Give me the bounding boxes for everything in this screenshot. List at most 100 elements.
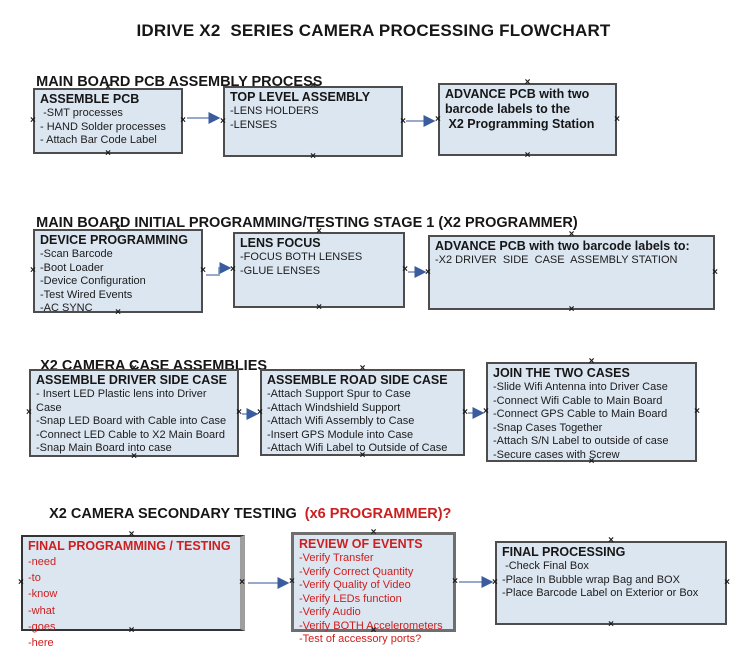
box-items: - Insert LED Plastic lens into Driver Ca…	[36, 388, 232, 456]
box-title: FINAL PROGRAMMING / TESTING	[28, 539, 231, 553]
box-item: -Place In Bubble wrap Bag and BOX	[502, 573, 680, 586]
flow-box-assemble-road-side-case[interactable]: × × × × ASSEMBLE ROAD SIDE CASE -Attach …	[257, 364, 468, 461]
connector-handle-icon: ×	[289, 576, 295, 587]
box-items: -Verify Transfer-Verify Correct Quantity…	[299, 552, 448, 647]
box-item: -what	[28, 604, 55, 617]
box-title: ADVANCE PCB with two barcode labels to:	[435, 239, 690, 253]
connector-handle-icon: ×	[310, 151, 316, 162]
box-title: ADVANCE PCB with two barcode labels to t…	[445, 87, 595, 131]
connector-handle-icon: ×	[239, 577, 245, 588]
box-item: -Snap Main Board into case	[36, 442, 172, 454]
box-item: -Snap Cases Together	[493, 421, 603, 434]
box-item: -here	[28, 637, 54, 650]
flow-box-assemble-pcb[interactable]: × × × × ASSEMBLE PCB -SMT processes- HAN…	[30, 83, 186, 159]
connector-handle-icon: ×	[608, 619, 614, 630]
box-item: -Attach S/N Label to outside of case	[493, 435, 669, 447]
box-item: -AC SYNC	[40, 302, 93, 314]
box-item: -Verify Transfer	[299, 552, 374, 564]
connector-handle-icon: ×	[568, 304, 575, 315]
box-item: -Attach Windshield Support	[267, 401, 401, 414]
box-title: DEVICE PROGRAMMING	[40, 233, 188, 247]
box-item: -Connect LED Cable to X2 Main Board	[36, 428, 225, 441]
box-item: -Snap LED Board with Cable into Case	[36, 415, 227, 427]
box-item: -Verify LEDs function	[299, 592, 402, 605]
box-items: -LENS HOLDERS-LENSES	[230, 105, 396, 132]
box-item: -Boot Loader	[40, 261, 104, 274]
box-item: -Slide Wifi Antenna into Driver Case	[493, 381, 668, 393]
section-heading-text: X2 CAMERA SECONDARY TESTING	[49, 506, 297, 522]
box-item: -Verify BOTH Accelerometers	[299, 619, 443, 632]
connector-handle-icon: ×	[402, 264, 408, 275]
box-item: -Attach Wifi Label to Outside of Case	[267, 442, 448, 454]
box-items: -FOCUS BOTH LENSES-GLUE LENSES	[240, 251, 398, 278]
box-item: -Verify Correct Quantity	[299, 565, 414, 578]
box-item: -Place Barcode Label on Exterior or Box	[502, 587, 699, 599]
box-item: -X2 DRIVER SIDE CASE ASSEMBLY STATION	[435, 254, 678, 266]
connector-handle-icon: ×	[18, 577, 24, 588]
box-items: -SMT processes- HAND Solder processes- A…	[40, 107, 176, 148]
section-heading-suffix: (x6 PROGRAMMER)?	[296, 506, 452, 522]
connector-handle-icon: ×	[712, 266, 718, 278]
box-items: -need -to -know -what -goes -here	[28, 554, 235, 651]
connector-handle-icon: ×	[359, 363, 366, 374]
connector-handle-icon: ×	[236, 407, 242, 418]
connector-handle-icon: ×	[614, 113, 620, 125]
section-heading-secondary-testing: X2 CAMERA SECONDARY TESTING (x6 PROGRAMM…	[33, 490, 451, 538]
box-item: -GLUE LENSES	[240, 264, 321, 277]
box-items: -Attach Support Spur to Case-Attach Wind…	[267, 388, 458, 456]
connector-handle-icon: ×	[200, 265, 206, 276]
box-item: -Connect Wifi Cable to Main Board	[493, 394, 663, 407]
box-items: -Slide Wifi Antenna into Driver Case-Con…	[493, 381, 690, 462]
connector-handle-icon: ×	[26, 407, 32, 418]
flow-box-final-processing[interactable]: × × × × FINAL PROCESSING -Check Final Bo…	[492, 536, 730, 630]
box-title: JOIN THE TWO CASES	[493, 366, 630, 380]
box-items: -X2 DRIVER SIDE CASE ASSEMBLY STATION	[435, 254, 708, 268]
section-heading-initial-programming: MAIN BOARD INITIAL PROGRAMMING/TESTING S…	[20, 199, 578, 247]
box-item: -Device Configuration	[40, 275, 146, 287]
box-title: ASSEMBLE DRIVER SIDE CASE	[36, 373, 228, 387]
flow-box-top-level-assembly[interactable]: × × × × TOP LEVEL ASSEMBLY -LENS HOLDERS…	[220, 81, 406, 162]
box-item: -know	[28, 588, 58, 601]
flow-box-advance-pcb-driver-side[interactable]: × × × × ADVANCE PCB with two barcode lab…	[425, 230, 718, 315]
flow-box-device-programming[interactable]: × × × × DEVICE PROGRAMMING -Scan Barcode…	[30, 224, 206, 318]
connector-handle-icon: ×	[524, 150, 531, 161]
connector-handle-icon: ×	[462, 406, 468, 418]
flow-box-final-programming-testing[interactable]: × × × × FINAL PROGRAMMING / TESTING -nee…	[18, 530, 245, 649]
connector-handle-icon: ×	[452, 576, 458, 587]
flow-box-join-the-two-cases[interactable]: × × × × JOIN THE TWO CASES -Slide Wifi A…	[483, 357, 700, 467]
connector-handle-icon: ×	[30, 265, 36, 276]
box-item: -need	[28, 556, 57, 568]
connector-handle-icon: ×	[400, 115, 406, 127]
connector-handle-icon: ×	[316, 302, 322, 313]
box-item: - Attach Bar Code Label	[40, 134, 157, 146]
box-item: -Verify Quality of Video	[299, 579, 411, 591]
box-item: -LENS HOLDERS	[230, 105, 319, 117]
connector-handle-icon: ×	[425, 266, 431, 278]
box-items: -Scan Barcode-Boot Loader-Device Configu…	[40, 248, 196, 316]
box-item: -LENSES	[230, 118, 278, 131]
flow-box-review-of-events[interactable]: × × × × REVIEW OF EVENTS -Verify Transfe…	[289, 528, 458, 646]
flow-box-lens-focus[interactable]: × × × × LENS FOCUS -FOCUS BOTH LENSES-GL…	[230, 227, 408, 313]
connector-handle-icon: ×	[105, 148, 111, 159]
box-title: ASSEMBLE ROAD SIDE CASE	[267, 373, 448, 387]
box-item: -Attach Wifi Assembly to Case	[267, 415, 415, 427]
box-item: -Scan Barcode	[40, 248, 113, 260]
box-item: -SMT processes	[40, 107, 123, 119]
box-item: -to	[28, 572, 41, 585]
flow-box-assemble-driver-side-case[interactable]: × × × × ASSEMBLE DRIVER SIDE CASE - Inse…	[26, 364, 242, 462]
connector-handle-icon: ×	[30, 115, 36, 126]
connector-handle-icon: ×	[220, 115, 226, 127]
flow-arrow-elbow[interactable]	[206, 262, 232, 276]
box-title: ASSEMBLE PCB	[40, 92, 140, 106]
box-item: -goes	[28, 620, 56, 633]
connector-handle-icon: ×	[230, 264, 236, 275]
connector-handle-icon: ×	[257, 406, 263, 418]
connector-handle-icon: ×	[180, 115, 186, 126]
box-item: -Test of accessory ports?	[299, 633, 422, 645]
box-item: -Check Final Box	[502, 560, 589, 572]
connector-handle-icon: ×	[694, 406, 700, 417]
box-item: -FOCUS BOTH LENSES	[240, 251, 363, 263]
box-item: - Insert LED Plastic lens into Driver Ca…	[36, 388, 210, 414]
flow-box-advance-pcb-programming-station[interactable]: × × × × ADVANCE PCB with two barcode lab…	[435, 78, 620, 161]
